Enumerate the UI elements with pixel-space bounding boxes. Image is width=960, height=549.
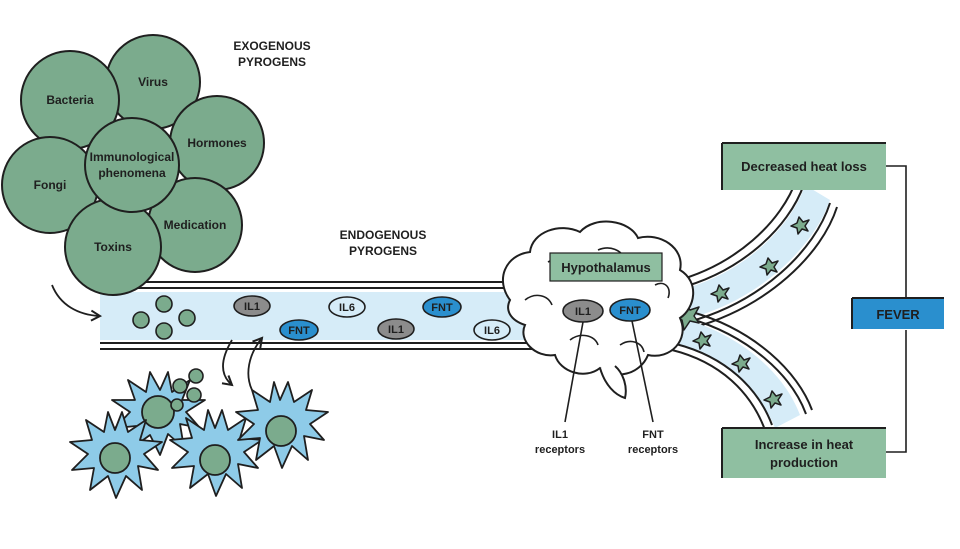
released-dot	[172, 378, 188, 394]
exogenous-title-1: EXOGENOUS	[233, 39, 310, 53]
immunological-label-2: phenomena	[98, 166, 166, 180]
svg-text:IL6: IL6	[484, 325, 500, 337]
immune-cells	[69, 368, 329, 499]
cytokine-il6	[328, 296, 366, 318]
receptor-fnt-oval: FNT	[609, 298, 651, 322]
released-dot	[186, 387, 202, 403]
svg-text:IL1: IL1	[575, 306, 591, 318]
lower-branch-vessel	[671, 311, 813, 431]
pyrogen-dot	[155, 295, 173, 313]
released-dot	[170, 398, 184, 412]
released-dot	[188, 368, 204, 384]
il1-receptors-label-2: receptors	[535, 444, 585, 456]
signal-particles	[672, 216, 810, 409]
immune-cell	[235, 381, 329, 469]
entry-arrow	[51, 284, 103, 322]
increase-heat-production-box: Increase in heat production	[721, 427, 886, 478]
immunological-label-1: Immunological	[90, 150, 175, 164]
fnt-receptors-label: FNT	[642, 429, 664, 441]
cytokine-fnt	[422, 296, 462, 318]
release-arrow-down	[221, 339, 234, 387]
particle	[790, 216, 810, 235]
svg-text:FNT: FNT	[619, 305, 641, 317]
svg-text:FNT: FNT	[431, 302, 453, 314]
immunological-circle	[84, 117, 180, 213]
fnt-receptors-label-2: receptors	[628, 444, 678, 456]
endogenous-title-1: ENDOGENOUS	[340, 228, 427, 242]
pyrogen-dot	[178, 309, 196, 327]
medication-label: Medication	[164, 218, 227, 232]
endogenous-title-2: PYROGENS	[349, 244, 417, 258]
pyrogen-dot	[132, 311, 150, 329]
upper-branch-vessel	[671, 177, 838, 329]
decreased-heat-loss-box: Decreased heat loss	[721, 142, 886, 190]
particle	[759, 257, 779, 276]
exogenous-title-2: PYROGENS	[238, 55, 306, 69]
immune-cell	[69, 411, 163, 499]
cytokine-il1	[377, 318, 415, 340]
toxins-label: Toxins	[94, 240, 132, 254]
cytokine-il6	[473, 319, 511, 341]
exogenous-circles	[1, 34, 265, 296]
increase-heat-label-1: Increase in heat	[755, 437, 854, 452]
svg-text:FNT: FNT	[288, 325, 310, 337]
vessel-cytokines: IL1 FNT IL6 IL1 FNT IL6	[233, 295, 511, 341]
virus-label: Virus	[138, 75, 168, 89]
immune-cell	[169, 409, 263, 497]
particle	[763, 390, 783, 409]
decreased-heat-loss-label: Decreased heat loss	[741, 159, 867, 174]
receptor-il1-oval: IL1	[562, 299, 604, 323]
svg-text:IL1: IL1	[244, 301, 260, 313]
cytokine-fnt	[279, 319, 319, 341]
hypothalamus-box: Hypothalamus	[549, 252, 663, 282]
bacteria-label: Bacteria	[46, 93, 94, 107]
increase-heat-label-2: production	[770, 455, 838, 470]
il1-receptors-label: IL1	[552, 429, 568, 441]
hormones-label: Hormones	[187, 136, 247, 150]
release-arrow-up	[247, 336, 264, 391]
fever-label: FEVER	[876, 307, 920, 322]
pyrogen-particles	[132, 295, 196, 340]
pyrogen-dot	[155, 322, 173, 340]
particle	[731, 354, 751, 373]
fever-box: FEVER	[851, 297, 944, 329]
svg-text:IL1: IL1	[388, 324, 404, 336]
svg-text:IL6: IL6	[339, 302, 355, 314]
particle	[692, 331, 712, 350]
fongi-label: Fongi	[34, 178, 67, 192]
cytokine-il1	[233, 295, 271, 317]
connector-bottom	[886, 330, 907, 453]
particle	[710, 284, 730, 303]
hypothalamus-label: Hypothalamus	[561, 260, 651, 275]
connector-top	[886, 165, 907, 300]
